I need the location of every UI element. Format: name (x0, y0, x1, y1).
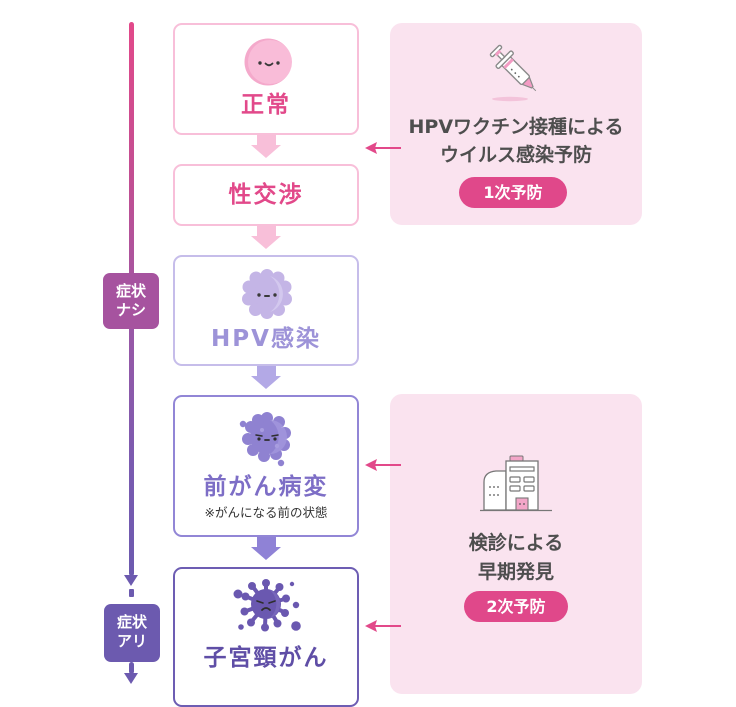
stage-label-intercourse: 性交渉 (228, 182, 304, 208)
primary-prevention-text-line2: ウイルス感染予防 (439, 144, 592, 166)
down-arrow-icon (251, 366, 282, 390)
down-arrow-icon (251, 135, 282, 159)
timeline-arrowhead (124, 575, 138, 586)
left-arrow-icon (365, 459, 401, 471)
left-arrow-icon (365, 142, 401, 154)
left-arrow-icon (365, 620, 401, 632)
stage-label-normal: 正常 (241, 92, 291, 118)
symptom-badge-line2: ナシ (115, 301, 146, 319)
stage-label-precancer: 前がん病変 (203, 474, 329, 500)
syringe-icon (489, 44, 537, 102)
smiling-cell-icon (244, 38, 292, 86)
cancer-virus-icon (233, 579, 301, 632)
secondary-prevention-panel (390, 394, 642, 694)
hospital-building-icon (480, 455, 552, 512)
timeline-arrowhead-lower (124, 673, 138, 684)
timeline-line-lower (129, 662, 134, 674)
secondary-prevention-text-line2: 早期発見 (477, 561, 554, 583)
primary-prevention-text-line1: HPVワクチン接種による (408, 116, 624, 138)
stage-intercourse-box (173, 164, 359, 226)
symptom-none-badge: 症状 ナシ (103, 273, 159, 329)
stage-note-precancer: ※がんになる前の状態 (204, 505, 328, 520)
secondary-prevention-text-line1: 検診による (468, 532, 564, 554)
symptom-badge-line2: アリ (116, 632, 147, 650)
down-arrow-icon (251, 537, 282, 561)
symptom-present-badge: 症状 アリ (104, 604, 160, 662)
timeline-dash (129, 589, 134, 597)
down-arrow-icon (251, 226, 282, 250)
hpv-virus-icon (242, 269, 292, 319)
primary-prevention-badge: 1次予防 (459, 177, 567, 208)
symptom-badge-line1: 症状 (116, 613, 147, 631)
stage-label-hpv-infection: HPV感染 (211, 326, 321, 352)
stage-label-cervical-cancer: 子宮頸がん (203, 645, 329, 671)
precancer-virus-icon (239, 412, 291, 467)
symptom-badge-line1: 症状 (115, 282, 146, 300)
secondary-prevention-badge: 2次予防 (464, 591, 568, 622)
